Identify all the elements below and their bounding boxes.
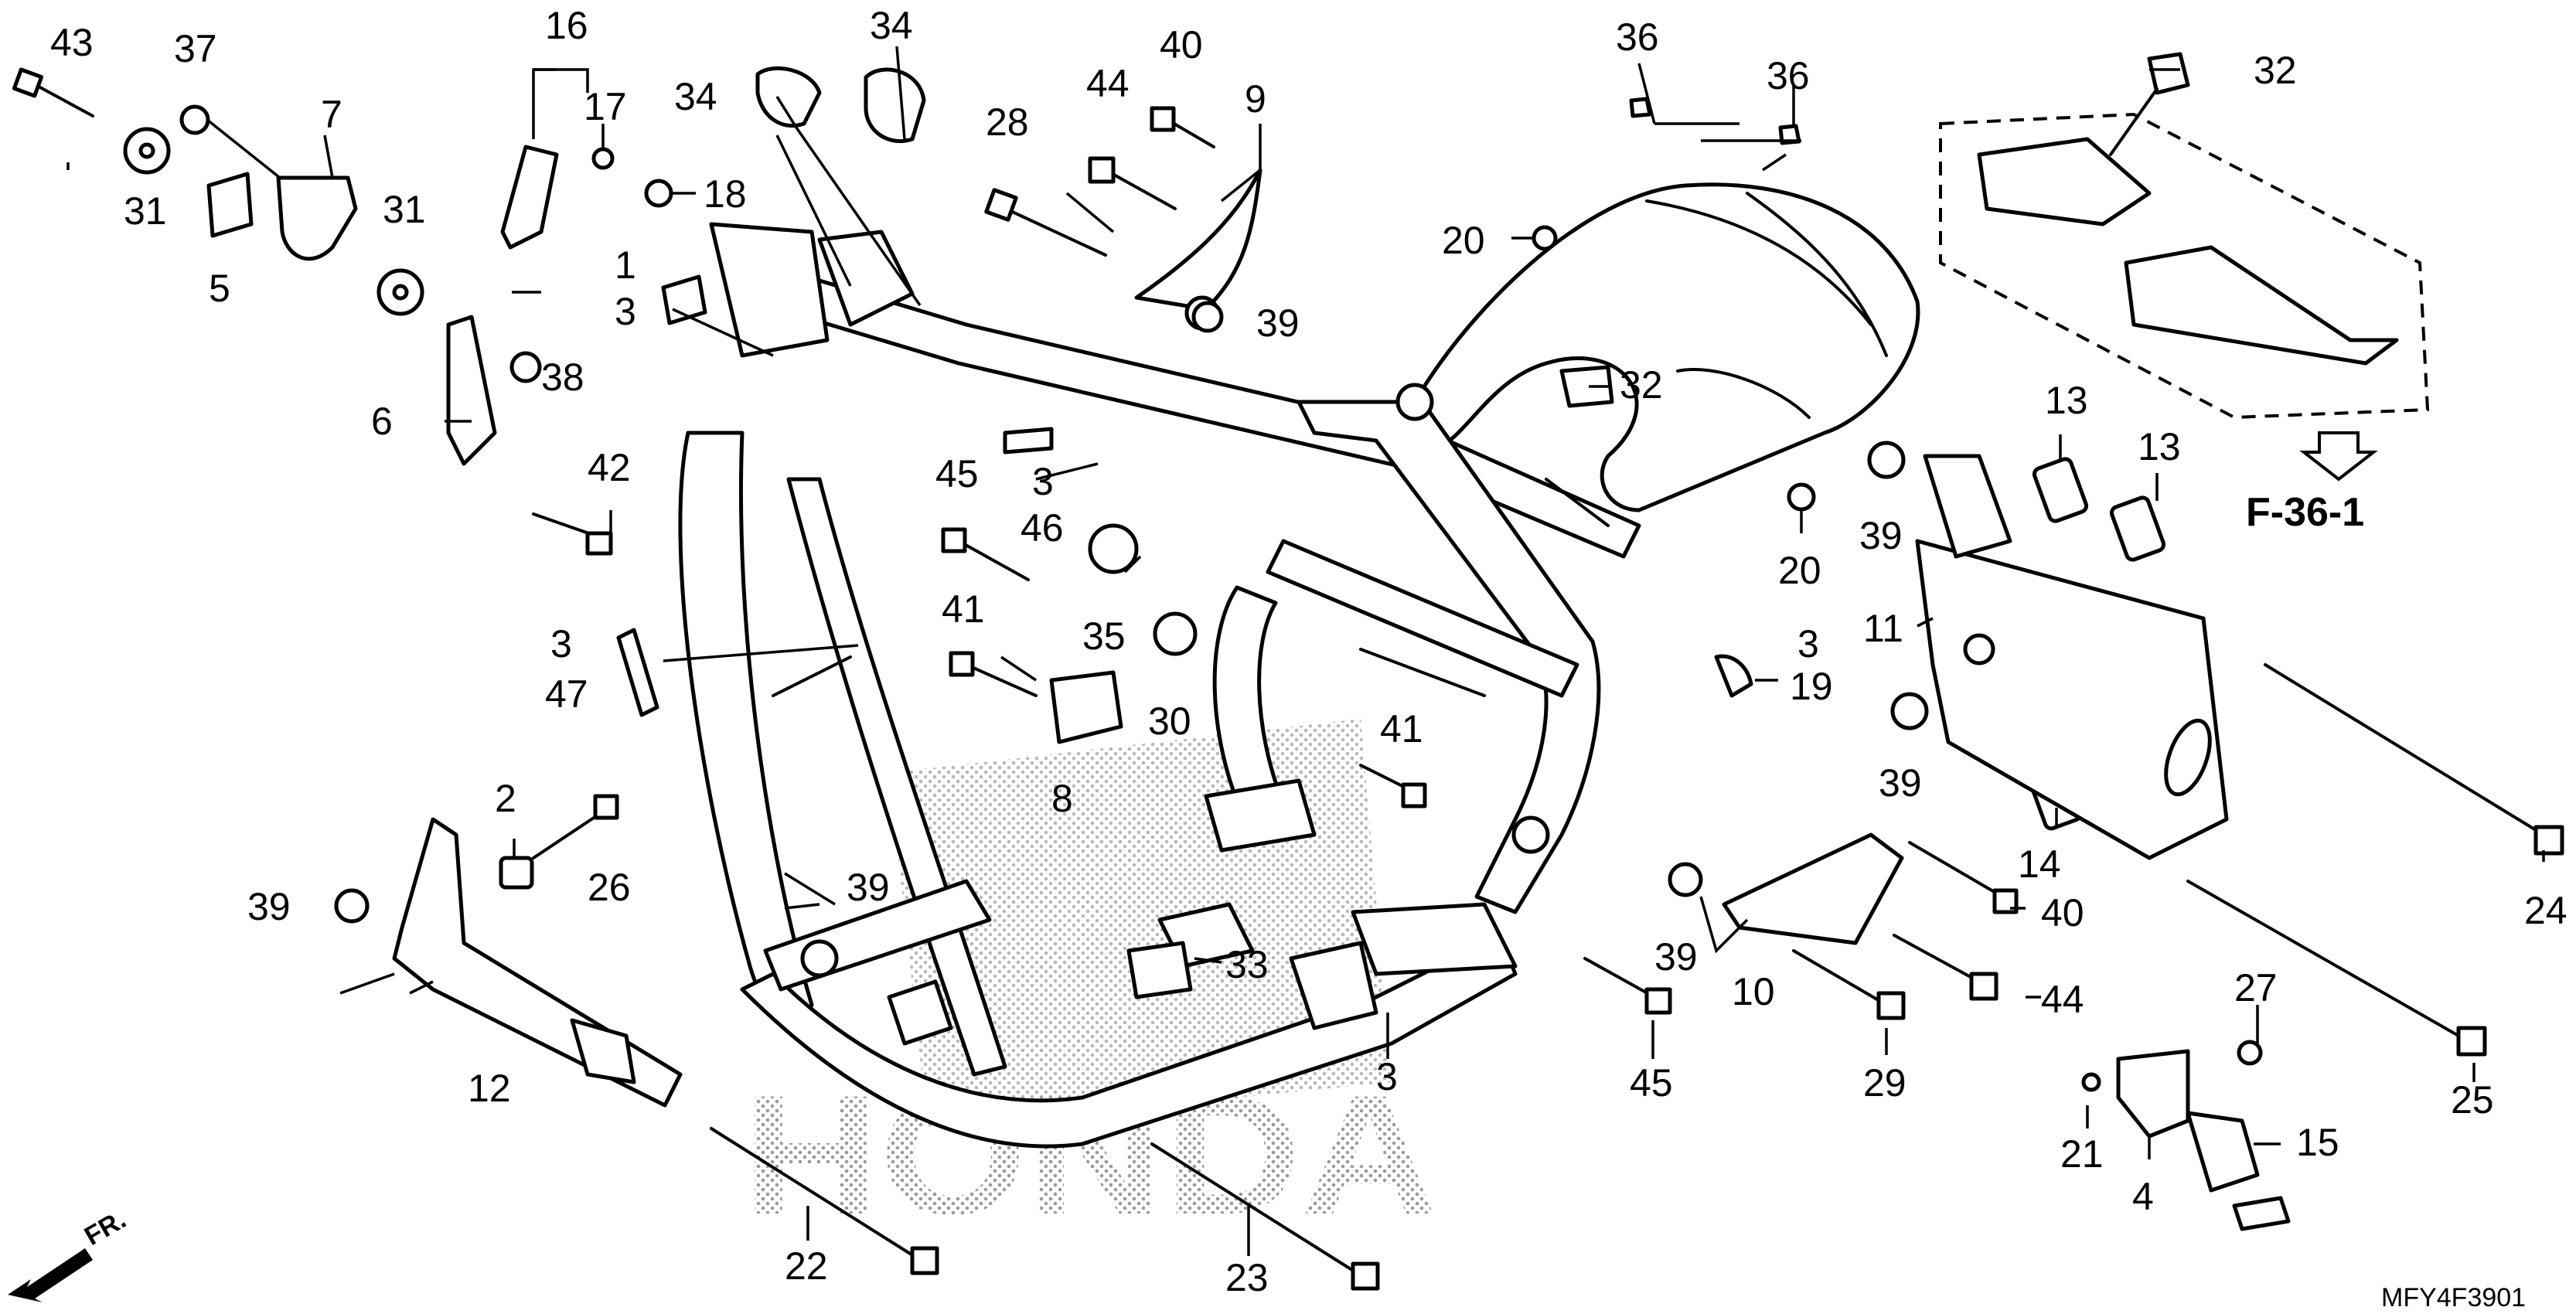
callout-32-b: 32 [2254, 49, 2297, 92]
callout-46: 46 [1021, 506, 1064, 550]
callout-24: 24 [2524, 889, 2567, 932]
callout-16: 16 [545, 4, 588, 47]
callout-39-c: 39 [847, 866, 890, 909]
leader-lines [66, 46, 2545, 1256]
callout-42: 42 [588, 446, 631, 489]
callout-21: 21 [2060, 1132, 2104, 1176]
callout-7: 7 [321, 93, 342, 136]
callout-34-b: 34 [870, 4, 913, 47]
svg-text:HONDA: HONDA [742, 1060, 1438, 1250]
callout-38: 38 [541, 356, 584, 399]
reference-label: F-36-1 [2246, 490, 2364, 535]
callout-27: 27 [2234, 966, 2278, 1009]
callout-4: 4 [2132, 1175, 2154, 1218]
callout-39-f: 39 [1654, 935, 1698, 979]
callout-35: 35 [1082, 614, 1126, 658]
callout-43: 43 [50, 21, 94, 64]
callout-45: 45 [935, 452, 979, 495]
callout-36: 36 [1616, 15, 1659, 59]
callout-25: 25 [2451, 1078, 2494, 1122]
callout-22: 22 [785, 1244, 828, 1288]
callout-45-b: 45 [1630, 1061, 1673, 1105]
callout-10: 10 [1732, 970, 1775, 1013]
callout-1: 1 [615, 243, 636, 287]
callout-15: 15 [2296, 1121, 2339, 1164]
callout-2: 2 [495, 777, 516, 820]
callout-40-b: 40 [2041, 891, 2084, 934]
callout-44: 44 [1086, 62, 1130, 105]
callout-23: 23 [1225, 1256, 1269, 1299]
callout-5: 5 [209, 267, 230, 310]
diagram-code: MFY4F3901 [2381, 1283, 2526, 1312]
callout-14: 14 [2018, 843, 2061, 886]
callout-6: 6 [371, 400, 393, 443]
small-parts [8, 52, 2564, 1302]
callout-13-b: 13 [2138, 425, 2181, 468]
callout-31: 31 [124, 189, 167, 233]
callout-labels: 43 37 7 31 5 16 17 18 31 1 3 38 6 42 34 … [50, 4, 2567, 1312]
callout-30: 30 [1148, 700, 1191, 743]
callout-44-b: 44 [2041, 978, 2084, 1021]
callout-18: 18 [704, 172, 747, 216]
callout-3-d: 3 [1376, 1055, 1398, 1098]
callout-20-b: 20 [1778, 549, 1821, 592]
callout-11: 11 [1863, 607, 1903, 650]
callout-3-e: 3 [1797, 622, 1819, 666]
callout-36-b: 36 [1767, 54, 1810, 97]
callout-9: 9 [1245, 77, 1266, 121]
callout-34: 34 [674, 75, 717, 118]
callout-3: 3 [615, 290, 636, 333]
callout-29: 29 [1863, 1061, 1906, 1105]
callout-39: 39 [1256, 301, 1300, 345]
callout-8: 8 [1051, 777, 1073, 820]
callout-39-d: 39 [1859, 514, 1903, 557]
callout-33: 33 [1225, 943, 1269, 986]
callout-39-b: 39 [247, 885, 291, 928]
callout-40: 40 [1160, 23, 1203, 66]
callout-31-b: 31 [383, 188, 426, 231]
callout-37: 37 [174, 27, 217, 70]
callout-26: 26 [588, 866, 631, 909]
callout-28: 28 [986, 100, 1029, 144]
front-marker-label: FR. [80, 1205, 131, 1251]
callout-39-e: 39 [1879, 761, 1922, 805]
callout-3-c: 3 [550, 622, 572, 666]
callout-3-b: 3 [1032, 460, 1054, 503]
callout-17: 17 [584, 85, 627, 128]
main-frame [661, 182, 1920, 1149]
callout-41-b: 41 [1380, 707, 1423, 751]
callout-41: 41 [942, 587, 985, 631]
callout-12: 12 [468, 1067, 511, 1110]
callout-13: 13 [2045, 379, 2088, 422]
callout-32: 32 [1620, 363, 1663, 407]
callout-19: 19 [1790, 665, 1833, 708]
callout-47: 47 [545, 672, 588, 716]
callout-20: 20 [1442, 219, 1485, 262]
